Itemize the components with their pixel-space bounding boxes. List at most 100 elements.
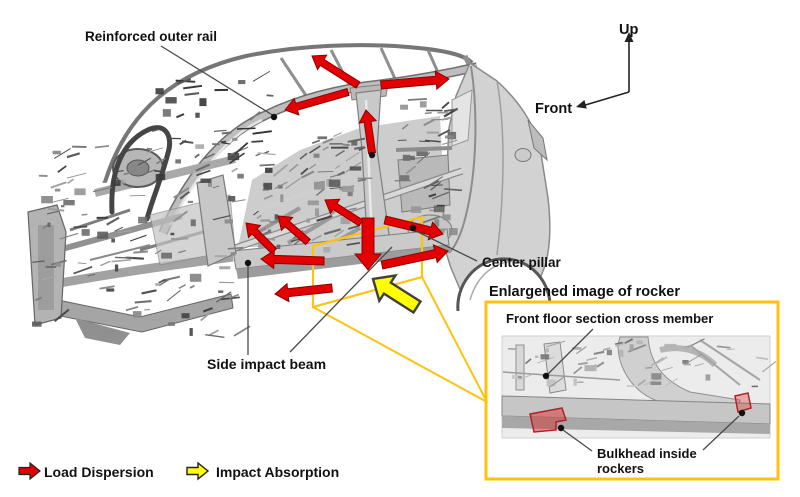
cad-line bbox=[257, 152, 276, 156]
leader-bulkhead-right bbox=[702, 415, 740, 451]
cad-line bbox=[578, 361, 588, 366]
cad-fragment bbox=[411, 206, 422, 213]
cad-line bbox=[346, 241, 361, 246]
cad-line bbox=[53, 197, 69, 203]
cad-fragment bbox=[190, 219, 196, 227]
cad-fragment bbox=[315, 208, 319, 217]
cad-line bbox=[444, 188, 463, 192]
cad-line bbox=[290, 238, 301, 243]
cad-line bbox=[220, 140, 227, 144]
cad-fragment bbox=[584, 365, 597, 372]
cad-fragment bbox=[636, 340, 643, 345]
cad-line bbox=[166, 289, 181, 302]
red-arrow-icon bbox=[18, 461, 41, 481]
cad-fragment bbox=[323, 247, 331, 253]
enlarged-view-frame bbox=[484, 300, 780, 481]
cad-line bbox=[255, 153, 261, 157]
cad-line bbox=[342, 143, 350, 147]
cad-line bbox=[152, 128, 160, 133]
cad-line bbox=[272, 163, 288, 178]
cad-fragment bbox=[102, 181, 107, 183]
cad-fragment bbox=[545, 348, 549, 353]
cad-line bbox=[397, 139, 407, 142]
inner-fender-line bbox=[469, 260, 523, 301]
cad-line bbox=[53, 308, 70, 322]
cad-line bbox=[345, 152, 360, 162]
subframe-lower bbox=[75, 318, 130, 345]
cad-line bbox=[202, 307, 213, 313]
cad-line bbox=[441, 116, 451, 121]
cad-fragment bbox=[47, 222, 51, 228]
cad-line bbox=[537, 356, 555, 364]
cad-line bbox=[158, 278, 166, 284]
cad-line bbox=[236, 127, 256, 130]
cad-line bbox=[133, 250, 148, 254]
leader-lines bbox=[160, 45, 478, 355]
cad-line bbox=[232, 199, 246, 203]
cad-line bbox=[249, 111, 261, 121]
load-dispersion-arrow bbox=[284, 87, 350, 116]
cad-line bbox=[322, 137, 334, 144]
floor-line bbox=[502, 371, 621, 381]
cad-fragment bbox=[112, 180, 121, 186]
load-dispersion-legend-icon bbox=[18, 461, 41, 481]
cad-fragment bbox=[189, 273, 202, 282]
cad-line bbox=[222, 142, 231, 145]
cad-line bbox=[147, 147, 163, 153]
cad-fragment bbox=[189, 328, 193, 336]
cad-line bbox=[118, 230, 132, 233]
impact-absorption-arrow-shape bbox=[371, 273, 423, 315]
cad-fragment bbox=[274, 214, 278, 220]
cad-fragment bbox=[195, 112, 200, 118]
cad-line bbox=[172, 210, 189, 223]
cad-line bbox=[179, 191, 190, 200]
cad-line bbox=[92, 186, 112, 193]
yellow-arrow-icon bbox=[186, 461, 210, 481]
cad-fragment bbox=[170, 232, 175, 236]
rocker-sill-lower bbox=[502, 416, 770, 434]
dot-bulkhead-right bbox=[738, 409, 746, 417]
hinge-pillar bbox=[196, 174, 237, 267]
cad-fragment bbox=[443, 214, 451, 221]
cad-line bbox=[66, 172, 87, 179]
cad-line bbox=[196, 169, 211, 177]
cad-line bbox=[177, 77, 192, 85]
cad-fragment bbox=[227, 153, 240, 161]
cad-line bbox=[129, 234, 147, 242]
dot-side-impact bbox=[244, 259, 252, 267]
cad-line bbox=[694, 363, 704, 367]
cad-fragment bbox=[651, 373, 662, 380]
cad-line bbox=[57, 165, 67, 173]
cad-line bbox=[357, 178, 367, 182]
cad-line bbox=[546, 340, 566, 348]
cad-line bbox=[726, 348, 735, 351]
cad-line bbox=[596, 361, 605, 368]
cad-line bbox=[300, 167, 309, 176]
cad-line bbox=[134, 300, 152, 304]
cad-line bbox=[602, 347, 611, 351]
cad-line bbox=[137, 157, 152, 166]
cad-fragment bbox=[181, 313, 190, 319]
cad-line bbox=[154, 249, 162, 255]
side-impact-beam-label: Side impact beam bbox=[207, 356, 326, 372]
cad-line bbox=[348, 224, 360, 230]
cad-line bbox=[650, 357, 664, 367]
cad-line bbox=[593, 350, 605, 356]
cad-line bbox=[624, 338, 633, 344]
center-pillar-label: Center pillar bbox=[482, 255, 562, 270]
load-dispersion-arrow bbox=[380, 70, 450, 91]
cad-fragment bbox=[573, 378, 577, 386]
rocker-sill bbox=[236, 245, 451, 279]
cad-line bbox=[334, 229, 345, 238]
cad-line bbox=[42, 223, 49, 229]
cad-line bbox=[586, 357, 598, 361]
cad-line bbox=[335, 164, 341, 169]
cross-member-2 bbox=[286, 216, 332, 245]
cad-fragment bbox=[55, 262, 62, 267]
leader-side-impact-2 bbox=[289, 246, 393, 353]
cad-line bbox=[442, 139, 458, 145]
cad-fragment bbox=[313, 153, 320, 158]
far-roof-rail bbox=[103, 43, 474, 183]
cad-fragment bbox=[175, 159, 181, 164]
